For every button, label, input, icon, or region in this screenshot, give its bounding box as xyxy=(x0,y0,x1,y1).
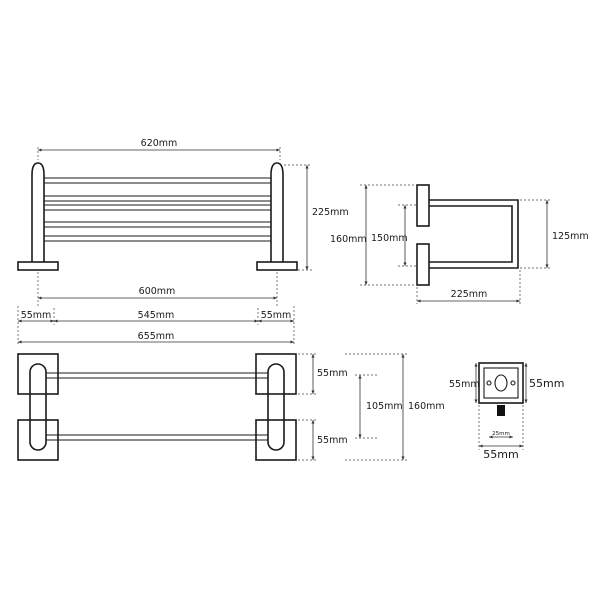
side-mount-top xyxy=(416,184,430,227)
dim-label-620: 620mm xyxy=(141,138,178,149)
loop-right xyxy=(267,363,285,451)
mount-hole-right xyxy=(510,380,516,386)
right-post xyxy=(256,162,298,271)
dim-225-height: 225mm xyxy=(284,164,349,271)
dim-label-125: 125mm xyxy=(552,231,589,242)
mount-detail: 55mm 55mm 25mm 55mm xyxy=(449,362,564,461)
loop-left xyxy=(29,363,47,451)
left-post xyxy=(17,162,59,271)
dim-label-55-mount-bottom: 55mm xyxy=(483,448,518,461)
top-view-depth-dims: 55mm 55mm 105mm 160mm xyxy=(298,353,445,461)
dim-label-655: 655mm xyxy=(138,331,175,342)
set-screw xyxy=(497,405,505,416)
plate-top-left xyxy=(17,353,59,395)
dim-label-160-side: 160mm xyxy=(330,234,367,245)
mount-plate-inner xyxy=(483,367,519,399)
dim-label-225-depth: 225mm xyxy=(451,289,488,300)
dim-600: 600mm xyxy=(37,272,278,306)
dim-label-55-plate-top: 55mm xyxy=(317,368,348,379)
dim-label-545: 545mm xyxy=(138,310,175,321)
top-view xyxy=(17,353,297,461)
dim-label-150: 150mm xyxy=(371,233,408,244)
front-view: 620mm 225mm 600mm xyxy=(17,138,349,306)
side-view: 160mm 150mm 125mm 225mm xyxy=(330,184,589,304)
dim-620: 620mm xyxy=(37,138,281,160)
top-view-width-dims: 55mm 545mm 55mm 655mm xyxy=(17,306,295,345)
dim-label-55-mount-right: 55mm xyxy=(529,377,564,390)
dim-label-160-top-view: 160mm xyxy=(408,401,445,412)
dim-label-25: 25mm xyxy=(492,431,510,437)
dim-label-105: 105mm xyxy=(366,401,403,412)
dim-label-55-mount-left: 55mm xyxy=(449,379,480,390)
dim-label-55-right: 55mm xyxy=(261,310,292,321)
side-loop xyxy=(429,199,519,269)
mount-plate xyxy=(478,362,524,404)
dim-label-55-left: 55mm xyxy=(21,310,52,321)
rails xyxy=(44,177,271,242)
plate-top-right xyxy=(255,353,297,395)
mount-hole-center xyxy=(494,374,508,392)
dim-label-600: 600mm xyxy=(139,286,176,297)
dim-label-225-height: 225mm xyxy=(312,207,349,218)
side-mount-bottom xyxy=(416,243,430,286)
dim-label-55-plate-bottom: 55mm xyxy=(317,435,348,446)
mount-hole-left xyxy=(486,380,492,386)
